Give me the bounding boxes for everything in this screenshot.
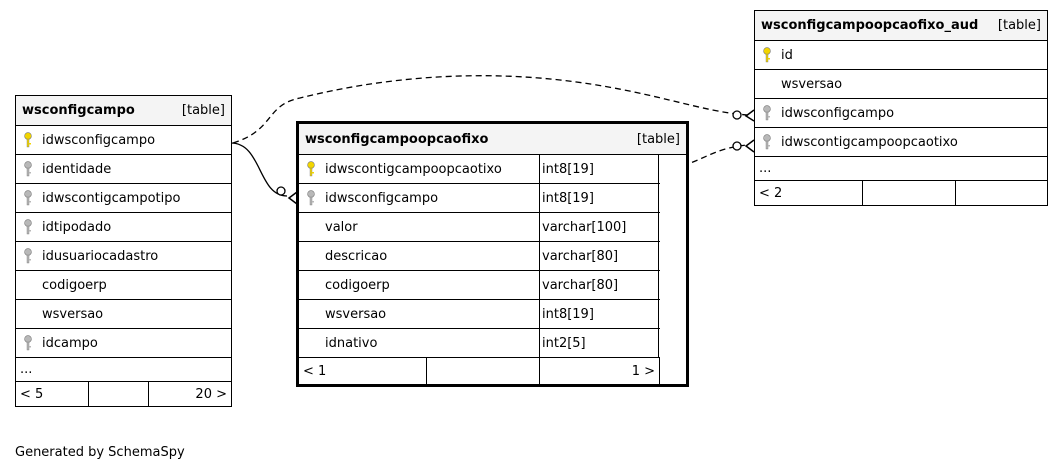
relation-crowfoot-marker [287, 191, 298, 205]
column-row[interactable]: identidade [16, 155, 231, 184]
column-row[interactable]: idcampo [16, 329, 231, 358]
foreign-key-icon [755, 105, 779, 121]
table-wsconfigcampoopcaofixo[interactable]: wsconfigcampoopcaofixo [table] idwsconti… [296, 121, 689, 387]
children-count: < 5 [16, 382, 89, 406]
parents-count: 20 > [195, 386, 227, 402]
column-type: varchar[80] [539, 271, 659, 299]
table-kind: [table] [636, 131, 680, 147]
column-row[interactable]: idwsconfigcampo [755, 99, 1047, 128]
primary-key-icon [299, 161, 323, 177]
column-row[interactable]: wsversao [755, 70, 1047, 99]
more-columns: ... [755, 157, 1047, 181]
parents-count: 1 > [540, 358, 660, 384]
footer-middle [89, 382, 149, 406]
footer-middle [427, 358, 540, 384]
children-count: < 1 [299, 358, 427, 384]
table-footer: < 2 [755, 181, 1047, 205]
primary-key-icon [16, 132, 40, 148]
column-name: codigoerp [325, 277, 390, 293]
table-wsconfigcampo[interactable]: wsconfigcampo [table] idwsconfigcampo ide… [15, 95, 232, 407]
column-row[interactable]: idtipodado [16, 213, 231, 242]
column-name: idwsconfigcampo [325, 190, 439, 206]
column-name: identidade [42, 161, 112, 177]
column-row[interactable]: idwsconfigcampo [16, 126, 231, 155]
column-name: id [781, 47, 793, 63]
column-name: idtipodado [42, 219, 112, 235]
column-name: idwsconfigcampo [781, 105, 895, 121]
column-type: int8[19] [539, 155, 659, 183]
column-type: varchar[100] [539, 213, 659, 241]
foreign-key-icon [16, 248, 40, 264]
relation-optional-marker-aud-1 [732, 110, 742, 120]
footer-middle [863, 181, 956, 205]
foreign-key-icon [16, 190, 40, 206]
foreign-key-icon [16, 335, 40, 351]
column-name: idnativo [325, 335, 378, 351]
relation-crowfoot-marker-aud-1 [744, 109, 755, 122]
column-row[interactable]: idwscontigcampoopcaotixo [755, 128, 1047, 157]
column-name: idwscontigcampoopcaotixo [781, 134, 958, 150]
column-row[interactable]: codigoerp varchar[80] [299, 271, 660, 300]
column-name: idwscontigcampotipo [42, 190, 181, 206]
column-type: int2[5] [539, 329, 659, 357]
column-type: varchar[80] [539, 242, 659, 270]
relation-line-campo-aud [232, 75, 749, 144]
column-row[interactable]: idwscontigcampoopcaotixo int8[19] [299, 155, 660, 184]
column-list: id wsversao idwsconfigcampo idwscontigcampo… [755, 41, 1047, 157]
children-count: < 2 [755, 181, 863, 205]
column-name: idusuariocadastro [42, 248, 159, 264]
more-columns: ... [16, 358, 231, 382]
table-footer: < 5 20 > [16, 382, 231, 406]
column-row[interactable]: idwscontigcampotipo [16, 184, 231, 213]
column-row[interactable]: idnativo int2[5] [299, 329, 660, 358]
column-list: idwsconfigcampo identidade idwscontigcampo… [16, 126, 231, 358]
table-wsconfigcampoopcaofixo-aud[interactable]: wsconfigcampoopcaofixo_aud [table] id wsv… [754, 10, 1048, 206]
table-name: wsconfigcampoopcaofixo_aud [761, 18, 979, 33]
column-name: wsversao [781, 76, 843, 92]
table-name: wsconfigcampo [22, 103, 135, 118]
column-name: codigoerp [42, 277, 107, 293]
column-name: wsversao [42, 306, 104, 322]
column-name: idwsconfigcampo [42, 132, 156, 148]
relation-optional-marker-aud-2 [732, 141, 742, 151]
column-name: descricao [325, 248, 388, 264]
column-row[interactable]: wsversao int8[19] [299, 300, 660, 329]
table-footer: < 1 1 > [299, 358, 660, 384]
foreign-key-icon [755, 134, 779, 150]
column-type: int8[19] [539, 184, 659, 212]
column-name: idcampo [42, 335, 98, 351]
foreign-key-icon [16, 161, 40, 177]
column-row[interactable]: idusuariocadastro [16, 242, 231, 271]
foreign-key-icon [16, 219, 40, 235]
column-row[interactable]: wsversao [16, 300, 231, 329]
column-row[interactable]: valor varchar[100] [299, 213, 660, 242]
column-type: int8[19] [539, 300, 659, 328]
table-name: wsconfigcampoopcaofixo [305, 131, 489, 147]
table-header: wsconfigcampo [table] [16, 96, 231, 126]
column-name: valor [325, 219, 358, 235]
column-row[interactable]: idwsconfigcampo int8[19] [299, 184, 660, 213]
table-kind: [table] [181, 103, 225, 118]
primary-key-icon [755, 47, 779, 63]
table-header: wsconfigcampoopcaofixo_aud [table] [755, 11, 1047, 41]
parents-count [956, 181, 1047, 205]
generated-by-label: Generated by SchemaSpy [15, 445, 185, 460]
column-name: wsversao [325, 306, 387, 322]
column-name: idwscontigcampoopcaotixo [325, 161, 502, 177]
column-row[interactable]: id [755, 41, 1047, 70]
table-header: wsconfigcampoopcaofixo [table] [299, 124, 686, 155]
foreign-key-icon [299, 190, 323, 206]
relation-crowfoot-marker-aud-2 [744, 139, 755, 153]
relation-optional-marker [276, 186, 286, 196]
table-kind: [table] [997, 18, 1041, 33]
column-row[interactable]: codigoerp [16, 271, 231, 300]
column-row[interactable]: descricao varchar[80] [299, 242, 660, 271]
